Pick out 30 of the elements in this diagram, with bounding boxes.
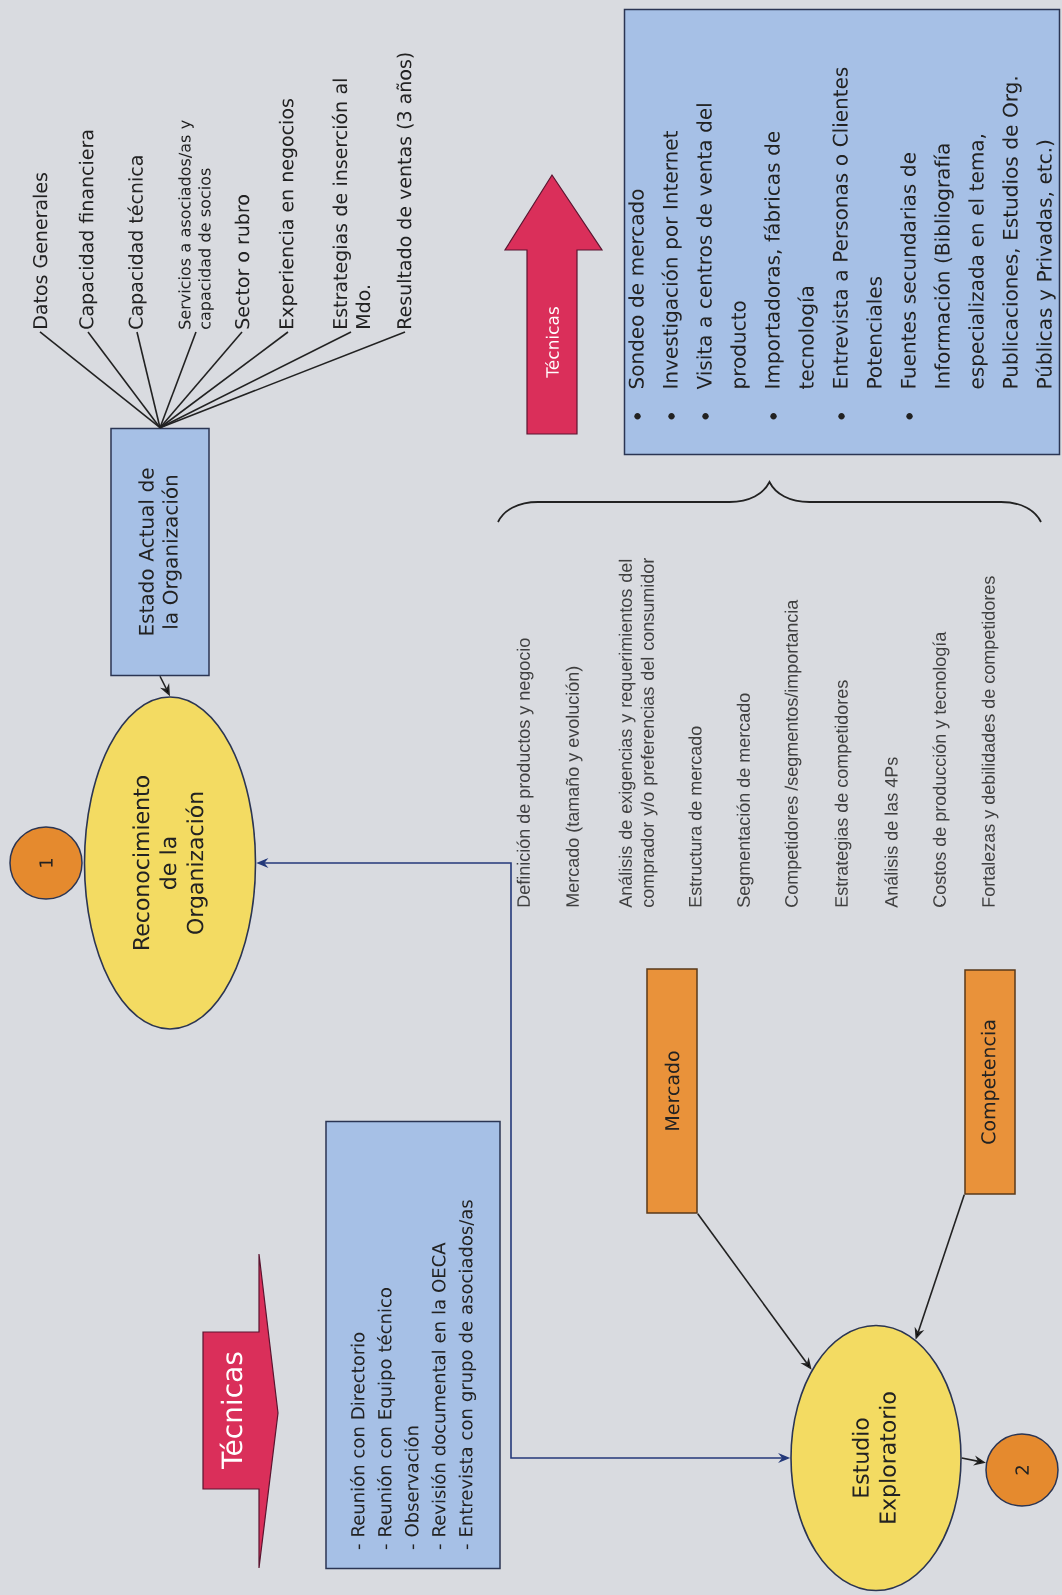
topic-text: Análisis de las 4Ps [884,757,898,908]
topic-text: Análisis de exigencias y requerimientos del comprador y/o preferencias del consumidor [618,558,658,908]
item-label: Capacidad financiera [78,130,98,329]
topic-text: Definición de productos y negocio [516,638,534,907]
item-label: Servicios a asociados/as y capacidad de socios [178,120,214,329]
item-label: Resultado de ventas (3 años) [396,53,414,328]
topic-text: Estructura de mercado [688,726,702,907]
leader-line [159,331,243,429]
item-label: Datos Generales [32,173,48,328]
category-box: Mercado [646,968,698,1214]
leader-line [159,331,197,429]
leader-line [87,331,161,429]
topic-text: Costos de producción y tecnología [932,631,950,907]
topic-text: Estrategias de competidores [834,680,852,907]
process-box: Estado Actual de la Organización [110,427,210,677]
topic-text: Fortalezas y debilidades de competidores [981,576,999,907]
leader-line [159,331,406,429]
topic-text: Competidores /segmentos/importancia [784,599,802,907]
item-label: Estrategias de inserción al Mdo. [331,79,371,328]
list-box: - Reunión con Directorio - Reunión con Equipo técnico - Observación - Revisión documental en la OECA - Entrevista con grupo de asociados/as [325,1120,501,1570]
leader-line [39,331,161,429]
leader-line [136,331,161,429]
item-label: Sector o rubro [234,195,250,329]
list-box: Sondeo de mercado Investigación por Internet Visita a centros de venta del producto Importadoras, fábricas de tecnología Entrevista a Personas o Clientes Potenciales Fuentes secundarias de Información (Bibliografía especializada en el tema, Publicaciones, Estudios de Org. Públicas y Privadas, etc.) [623,8,1061,456]
category-box: Competencia [964,969,1016,1195]
topic-text: Segmentación de mercado [736,693,754,907]
leader-line [159,331,289,429]
item-label: Experiencia en negocios [278,99,298,328]
item-label: Capacidad técnica [127,156,147,329]
topic-text: Mercado (tamaño y evolución) [565,666,583,907]
